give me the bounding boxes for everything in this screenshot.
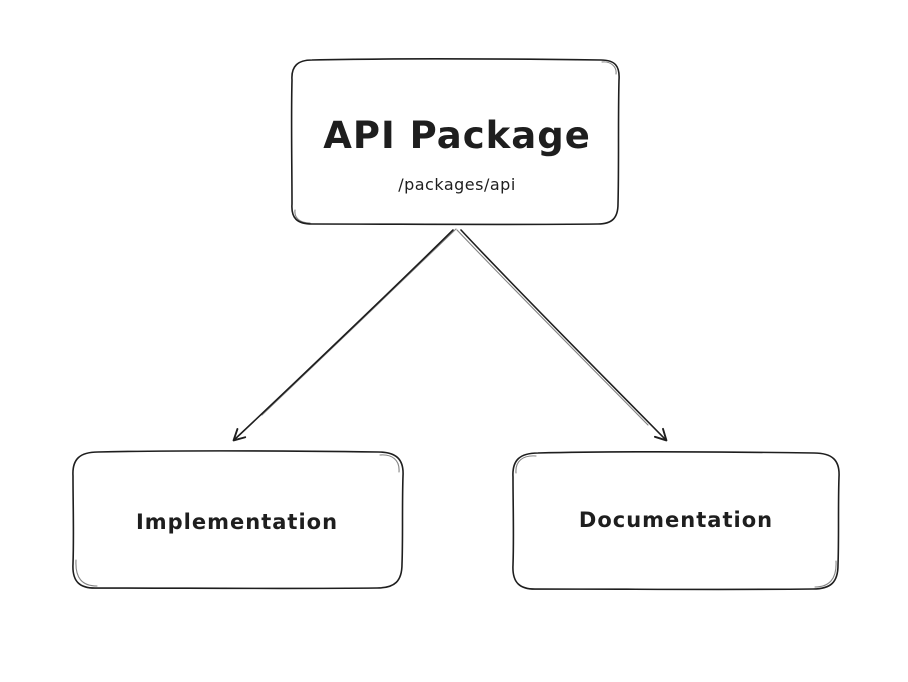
implementation-label: Implementation	[136, 510, 338, 534]
edge-api-package-to-documentation	[456, 229, 668, 442]
documentation-box-sketch-detail	[515, 455, 837, 588]
implementation-box	[72, 450, 404, 590]
node-documentation: Documentation	[512, 451, 840, 591]
documentation-label: Documentation	[579, 508, 773, 532]
api-package-box	[290, 58, 620, 226]
arrow-to-documentation	[460, 229, 668, 442]
node-api-package: API Package /packages/api	[290, 58, 620, 226]
node-implementation: Implementation	[72, 450, 404, 590]
api-package-subtitle: /packages/api	[398, 175, 516, 194]
documentation-box	[512, 451, 840, 591]
arrow-to-implementation-sketch-line	[261, 228, 457, 416]
implementation-box-sketch-detail	[75, 454, 400, 587]
arrow-to-documentation-sketch-line	[456, 229, 649, 426]
api-package-box-sketch-detail	[294, 61, 617, 224]
arrow-to-implementation	[232, 229, 454, 442]
edge-api-package-to-implementation	[232, 228, 457, 442]
api-package-title: API Package	[323, 114, 591, 157]
